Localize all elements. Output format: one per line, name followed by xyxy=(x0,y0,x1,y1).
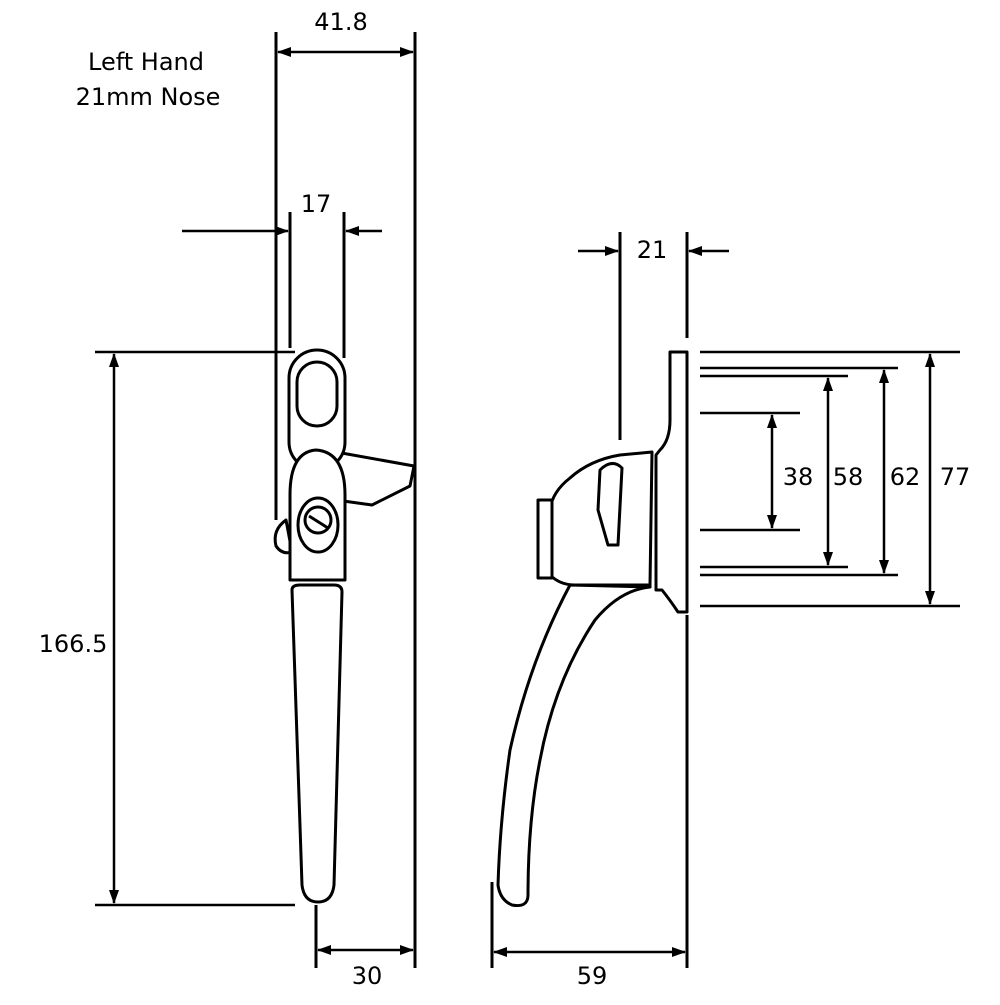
dim-fixing-62: 62 xyxy=(890,463,921,491)
nose-label: 21mm Nose xyxy=(76,83,221,111)
side-view: 21 59 38 58 62 77 xyxy=(490,232,971,990)
hand-label: Left Hand xyxy=(88,48,204,76)
dim-height: 166.5 xyxy=(39,630,108,658)
dim-base-width: 30 xyxy=(352,962,383,990)
dim-overall-width: 41.8 xyxy=(314,8,367,36)
front-view: 41.8 17 166.5 30 xyxy=(39,8,417,990)
dim-fixing-58: 58 xyxy=(833,463,864,491)
dim-fixing-38: 38 xyxy=(783,463,814,491)
dim-spindle-offset: 17 xyxy=(301,190,332,218)
dim-nose: 21 xyxy=(637,236,668,264)
dim-projection: 59 xyxy=(577,962,608,990)
dim-plate-77: 77 xyxy=(940,463,971,491)
